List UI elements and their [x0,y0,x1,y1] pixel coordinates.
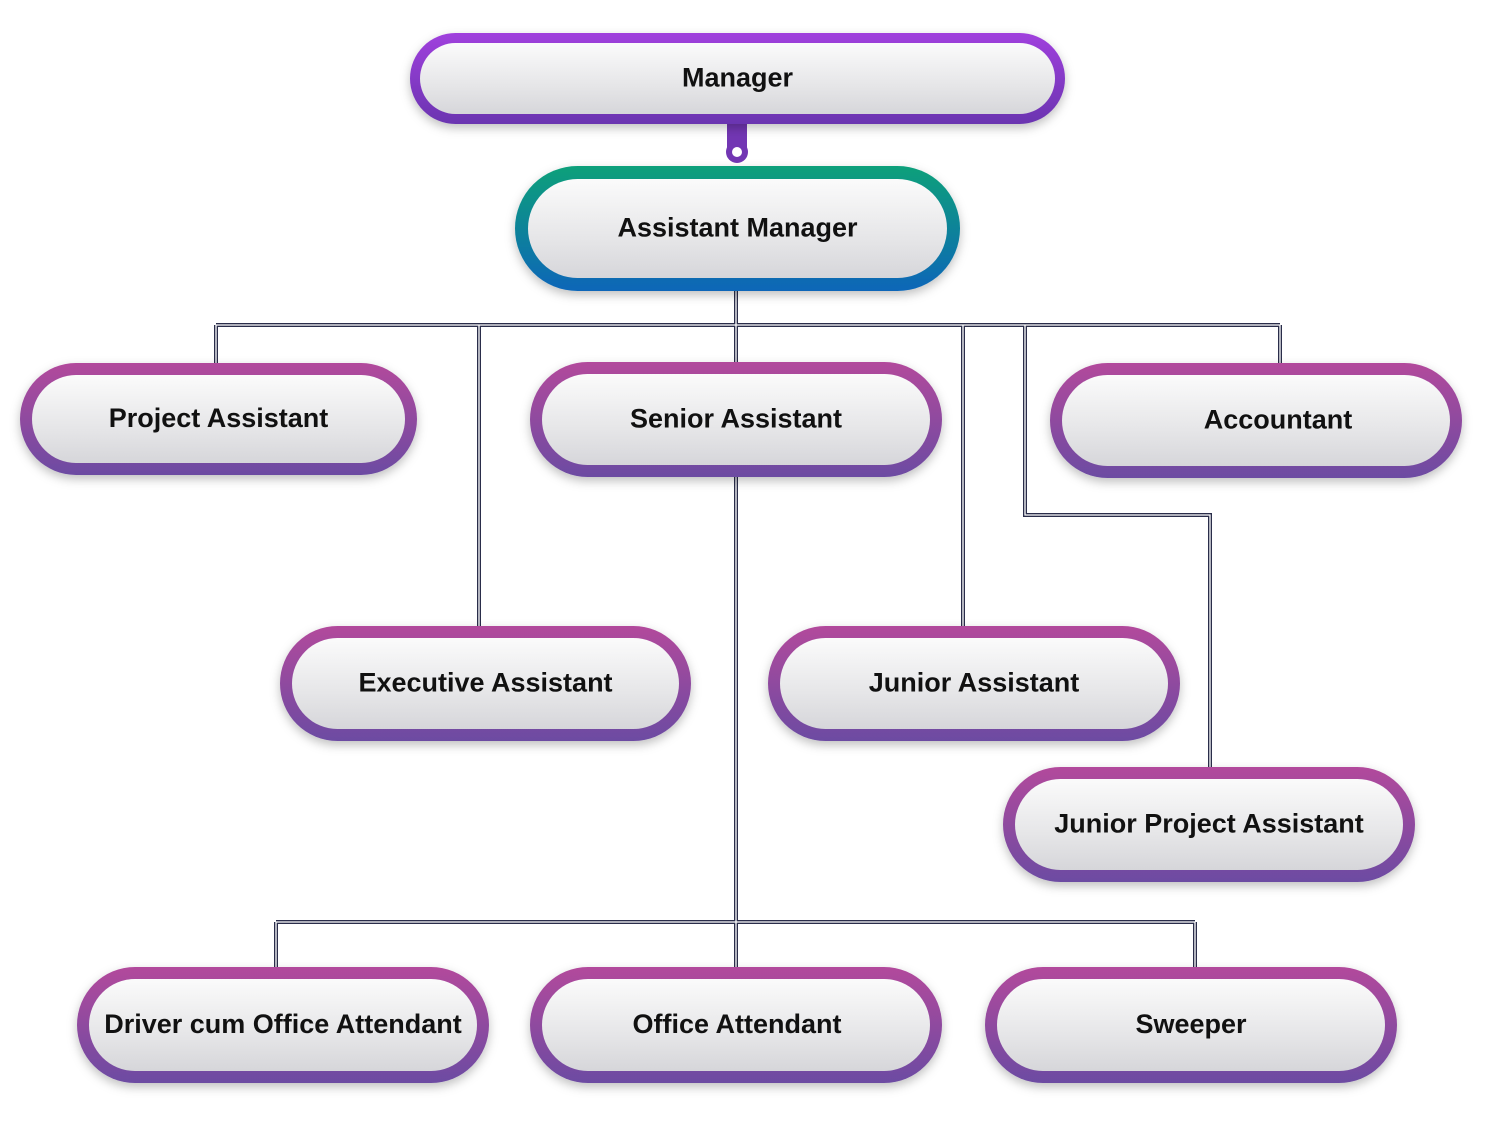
node-label: Junior Assistant [869,668,1080,698]
node-label: Project Assistant [109,403,329,433]
node-accountant: Accountant [1050,363,1462,478]
node-label: Senior Assistant [630,404,842,434]
node-junior-project-assistant: Junior Project Assistant [1003,767,1415,882]
node-label: Office Attendant [633,1009,842,1039]
node-manager: Manager [410,33,1065,124]
node-label: Driver cum Office Attendant [104,1009,462,1039]
node-label: Junior Project Assistant [1054,809,1364,839]
node-label: Executive Assistant [358,668,612,698]
node-junior-assistant: Junior Assistant [768,626,1180,741]
node-project-assistant: Project Assistant [20,363,417,475]
node-executive-assistant: Executive Assistant [280,626,691,741]
node-sweeper: Sweeper [985,967,1397,1083]
node-fill [32,375,405,463]
node-senior-assistant: Senior Assistant [530,362,942,477]
node-fill [1062,375,1450,466]
node-fill [292,638,679,729]
node-fill [528,179,947,278]
node-driver-cum-office-attendant: Driver cum Office Attendant [77,967,489,1083]
node-fill [780,638,1168,729]
node-assistant-manager: Assistant Manager [515,166,960,291]
node-fill [542,979,930,1071]
connector-lines [214,291,1282,967]
node-label: Accountant [1204,405,1353,435]
node-label: Assistant Manager [617,213,858,243]
node-fill [997,979,1385,1071]
node-fill [542,374,930,465]
node-fill [420,43,1055,114]
node-label: Manager [682,63,794,93]
node-fill [89,979,477,1071]
node-fill [1015,779,1403,870]
node-label: Sweeper [1135,1009,1247,1039]
node-office-attendant: Office Attendant [530,967,942,1083]
